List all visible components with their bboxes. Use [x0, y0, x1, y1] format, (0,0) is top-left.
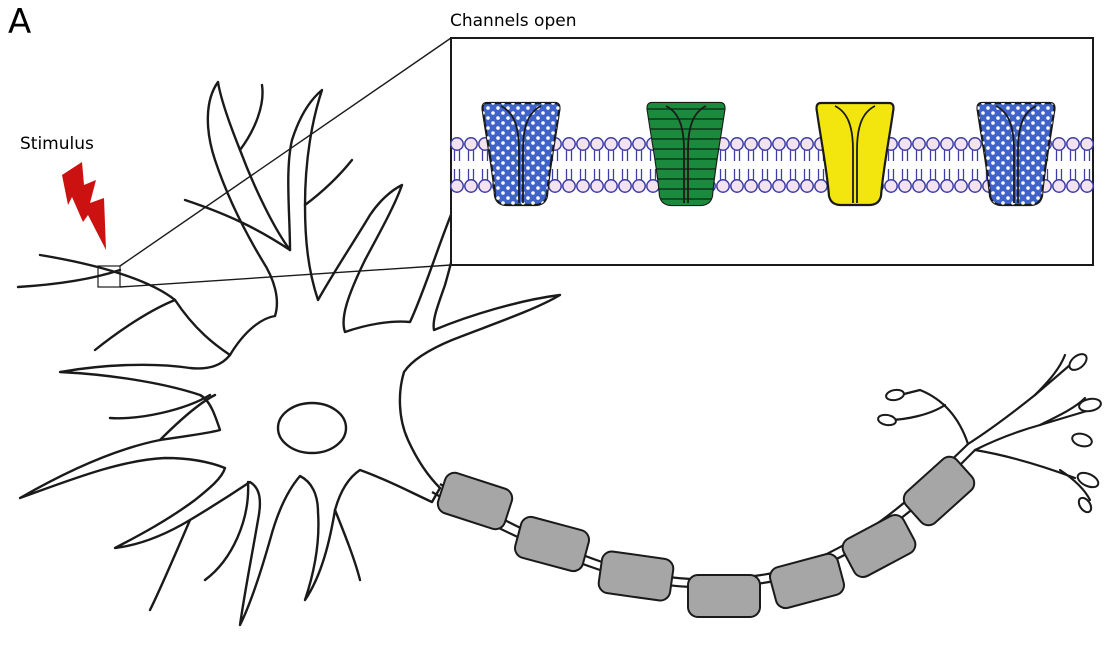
lipid-head: [899, 180, 911, 192]
lipid-head: [899, 138, 911, 150]
lipid-head: [969, 180, 981, 192]
myelin-segment: [688, 575, 760, 617]
lipid-head: [941, 138, 953, 150]
lipid-head: [1081, 180, 1093, 192]
lipid-head: [605, 138, 617, 150]
myelin-segment: [597, 550, 674, 602]
lipid-head: [787, 180, 799, 192]
lipid-head: [927, 138, 939, 150]
lipid-head: [619, 180, 631, 192]
lipid-head: [1053, 138, 1065, 150]
lipid-head: [577, 180, 589, 192]
myelin-segment: [839, 511, 919, 580]
lipid-head: [787, 138, 799, 150]
lipid-head: [591, 138, 603, 150]
lipid-head: [563, 180, 575, 192]
lipid-head: [773, 138, 785, 150]
lipid-head: [451, 138, 463, 150]
membrane-inset: [451, 38, 1093, 265]
panel-letter: A: [8, 2, 31, 42]
myelin-segment: [768, 552, 846, 611]
yellow-channel: [817, 103, 894, 205]
lipid-head: [549, 180, 561, 192]
lipid-head: [969, 138, 981, 150]
lipid-head: [801, 138, 813, 150]
lipid-head: [801, 180, 813, 192]
lipid-head: [563, 138, 575, 150]
myelin-segment: [513, 515, 591, 574]
green-striped-channel: [648, 103, 725, 205]
blue-dotted-channel: [483, 103, 560, 205]
nucleus: [278, 403, 346, 453]
lipid-head: [479, 180, 491, 192]
lipid-head: [941, 180, 953, 192]
lipid-head: [647, 180, 659, 192]
lipid-head: [955, 138, 967, 150]
lipid-head: [451, 180, 463, 192]
blue-dotted-channel: [978, 103, 1055, 205]
myelin-sheaths: [435, 453, 978, 617]
lipid-head: [745, 138, 757, 150]
lipid-head: [731, 138, 743, 150]
lipid-head: [731, 180, 743, 192]
lipid-head: [913, 138, 925, 150]
axon-terminals: [888, 355, 1090, 500]
zoom-leader-line: [120, 38, 451, 266]
stimulus-bolt-icon: [62, 162, 106, 250]
lipid-head: [633, 138, 645, 150]
myelin-segment: [900, 453, 979, 530]
lipid-head: [1067, 138, 1079, 150]
lipid-head: [1053, 180, 1065, 192]
lipid-head: [759, 180, 771, 192]
stimulus-label: Stimulus: [20, 133, 94, 155]
lipid-head: [717, 180, 729, 192]
lipid-head: [745, 180, 757, 192]
lipid-head: [1067, 180, 1079, 192]
lipid-head: [759, 138, 771, 150]
lipid-head: [619, 138, 631, 150]
lipid-head: [773, 180, 785, 192]
lipid-head: [885, 180, 897, 192]
lipid-head: [577, 138, 589, 150]
lipid-head: [955, 180, 967, 192]
lipid-head: [815, 180, 827, 192]
lipid-head: [633, 180, 645, 192]
inset-title: Channels open: [450, 10, 576, 32]
lipid-head: [1081, 138, 1093, 150]
myelin-segment: [435, 470, 515, 532]
lipid-head: [913, 180, 925, 192]
lipid-head: [605, 180, 617, 192]
lipid-head: [465, 138, 477, 150]
lipid-head: [927, 180, 939, 192]
lipid-head: [591, 180, 603, 192]
lipid-head: [465, 180, 477, 192]
